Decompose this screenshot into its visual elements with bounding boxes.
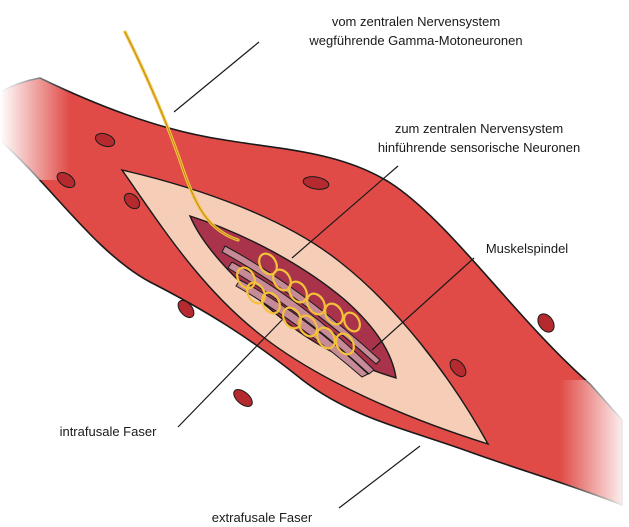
right-fade	[560, 380, 629, 520]
nucleus	[231, 386, 256, 409]
leader-line-intrafusal	[178, 320, 282, 427]
label-intrafusal: intrafusale Faser	[60, 424, 157, 439]
label-sensory-line1: zum zentralen Nervensystem	[395, 121, 563, 136]
leader-line-gamma	[174, 42, 259, 112]
leader-line-extrafusal	[339, 446, 420, 508]
label-sensory-line2: hinführende sensorische Neuronen	[378, 140, 580, 155]
left-fade	[0, 60, 70, 180]
label-gamma-line1: vom zentralen Nervensystem	[332, 14, 500, 29]
label-extrafusal: extrafusale Faser	[212, 510, 313, 525]
label-gamma-line2: wegführende Gamma-Motoneuronen	[308, 33, 522, 48]
label-spindle: Muskelspindel	[486, 241, 568, 256]
nucleus	[535, 311, 558, 335]
